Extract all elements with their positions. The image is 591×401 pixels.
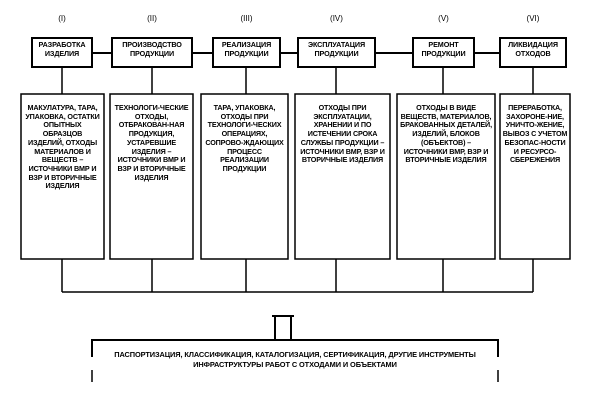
waste-text-5: ОТХОДЫ В ВИДЕ ВЕЩЕСТВ, МАТЕРИАЛОВ, БРАКО… bbox=[400, 103, 492, 165]
stage-title-6: ЛИКВИДАЦИЯ ОТХОДОВ bbox=[501, 40, 565, 59]
stage-number-6: (VI) bbox=[526, 14, 540, 23]
waste-text-1: МАКУЛАТУРА, ТАРА, УПАКОВКА, ОСТАТКИ ОПЫТ… bbox=[25, 103, 100, 191]
waste-box-3 bbox=[200, 93, 289, 260]
stage-title-2: ПРОИЗВОДСТВО ПРОДУКЦИИ bbox=[113, 40, 191, 59]
stage-title-5: РЕМОНТ ПРОДУКЦИИ bbox=[414, 40, 473, 59]
stage-title-1: РАЗРАБОТКА ИЗДЕЛИЯ bbox=[33, 40, 91, 59]
stage-number-3: (III) bbox=[240, 14, 253, 23]
stage-number-5: (V) bbox=[438, 14, 449, 23]
waste-box-4 bbox=[294, 93, 391, 260]
stage-number-4: (IV) bbox=[330, 14, 343, 23]
waste-box-6 bbox=[499, 93, 571, 260]
waste-text-6: ПЕРЕРАБОТКА, ЗАХОРОНЕ-НИЕ, УНИЧТО-ЖЕНИЕ,… bbox=[502, 103, 568, 165]
waste-text-2: ТЕХНОЛОГИ-ЧЕСКИЕ ОТХОДЫ, ОТБРАКОВАН-НАЯ … bbox=[114, 103, 189, 182]
waste-text-4: ОТХОДЫ ПРИ ЭКСПЛУАТАЦИИ, ХРАНЕНИИ И ПО И… bbox=[300, 103, 385, 165]
waste-text-3: ТАРА, УПАКОВКА, ОТХОДЫ ПРИ ТЕХНОЛОГИ-ЧЕС… bbox=[205, 103, 284, 173]
stage-title-4: ЭКСПЛУАТАЦИЯ ПРОДУКЦИИ bbox=[299, 40, 374, 59]
infrastructure-text: ПАСПОРТИЗАЦИЯ, КЛАССИФИКАЦИЯ, КАТАЛОГИЗА… bbox=[114, 350, 476, 369]
stage-number-1: (I) bbox=[58, 14, 66, 23]
waste-box-5 bbox=[396, 93, 496, 260]
bottom-box-frame bbox=[91, 339, 499, 357]
stage-number-2: (II) bbox=[147, 14, 157, 23]
stage-title-3: РЕАЛИЗАЦИЯ ПРОДУКЦИИ bbox=[214, 40, 279, 59]
